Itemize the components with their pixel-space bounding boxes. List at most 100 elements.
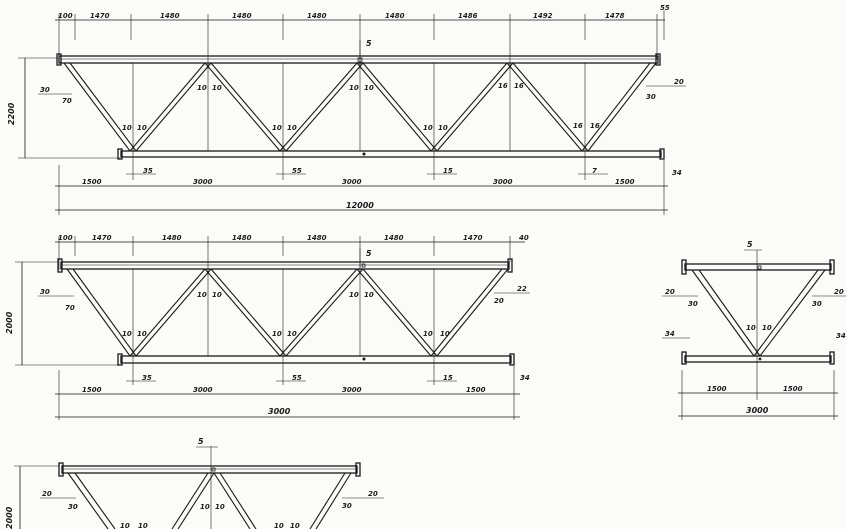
joint-label: 10 <box>287 330 297 338</box>
offset-label: 34 <box>665 330 675 338</box>
dim-label: 100 <box>58 234 73 242</box>
bottom-mark: 35 <box>143 167 153 175</box>
dim-label: 40 <box>519 234 529 242</box>
offset-label: 30 <box>40 86 50 94</box>
joint-label: 10 <box>364 84 374 92</box>
dim-label: 1470 <box>92 234 112 242</box>
offset-label: 30 <box>646 93 656 101</box>
dim-label: 3000 <box>493 178 513 186</box>
joint-label: 10 <box>215 503 225 511</box>
offset-label: 30 <box>40 288 50 296</box>
dim-label: 1486 <box>458 12 478 20</box>
offset-label: 20 <box>834 288 844 296</box>
dim-label: 1470 <box>90 12 110 20</box>
dim-label: 1480 <box>162 234 182 242</box>
bottom-mark: 15 <box>443 167 453 175</box>
joint-label: 10 <box>440 330 450 338</box>
joint-label: 10 <box>290 522 300 529</box>
joint-label: 10 <box>349 84 359 92</box>
joint-label: 16 <box>514 82 524 90</box>
top-mark: 5 <box>366 249 372 258</box>
joint-label: 10 <box>438 124 448 132</box>
dim-label: 1480 <box>307 12 327 20</box>
truss-6000: 100 1470 1480 1480 1480 1480 1470 40 200… <box>5 234 530 420</box>
dim-label: 1470 <box>463 234 483 242</box>
offset-label: 34 <box>836 332 846 340</box>
joint-label: 10 <box>287 124 297 132</box>
offset-label: 20 <box>42 490 52 498</box>
bottom-mark: 15 <box>443 374 453 382</box>
dim-label: 1480 <box>384 234 404 242</box>
top-mark: 5 <box>366 39 372 48</box>
bottom-mark: 35 <box>142 374 152 382</box>
truss-3000: 5 20 30 20 30 34 34 10 10 1500 1500 3000 <box>662 240 846 420</box>
joint-label: 10 <box>364 291 374 299</box>
joint-label: 10 <box>746 324 756 332</box>
height-label: 2200 <box>7 102 16 125</box>
dim-label: 55 <box>660 4 670 12</box>
dim-label: 1480 <box>232 12 252 20</box>
joint-label: 10 <box>274 522 284 529</box>
offset-label: 30 <box>812 300 822 308</box>
joint-label: 10 <box>762 324 772 332</box>
joint-label: 10 <box>272 330 282 338</box>
truss-partial: 2000 5 20 30 20 30 10 10 10 10 10 10 <box>5 437 384 529</box>
height-label: 2000 <box>5 311 14 334</box>
dim-label: 1500 <box>82 386 102 394</box>
joint-label: 10 <box>120 522 130 529</box>
offset-label: 30 <box>342 502 352 510</box>
dim-label: 1500 <box>82 178 102 186</box>
joint-label: 10 <box>137 330 147 338</box>
offset-label: 20 <box>674 78 684 86</box>
truss-12000: 100 1470 1480 1480 1480 1480 1486 1492 1… <box>7 4 686 215</box>
dim-label: 3000 <box>342 178 362 186</box>
offset-label: 22 <box>517 285 527 293</box>
joint-label: 16 <box>498 82 508 90</box>
dim-label: 1500 <box>707 385 727 393</box>
dim-label: 3000 <box>193 386 213 394</box>
dim-label: 100 <box>58 12 73 20</box>
dim-label: 1500 <box>783 385 803 393</box>
offset-label: 20 <box>368 490 378 498</box>
joint-label: 10 <box>272 124 282 132</box>
joint-label: 16 <box>590 122 600 130</box>
bottom-mark: 34 <box>672 169 682 177</box>
dim-label: 1480 <box>385 12 405 20</box>
dim-label: 1492 <box>533 12 553 20</box>
dim-label: 1480 <box>160 12 180 20</box>
joint-label: 10 <box>212 84 222 92</box>
dim-label: 1480 <box>307 234 327 242</box>
joint-label: 10 <box>122 124 132 132</box>
bottom-mark: 7 <box>592 167 597 175</box>
bottom-mark: 55 <box>292 167 302 175</box>
joint-label: 10 <box>197 291 207 299</box>
joint-label: 10 <box>423 124 433 132</box>
offset-label: 20 <box>665 288 675 296</box>
joint-label: 16 <box>573 122 583 130</box>
joint-label: 10 <box>212 291 222 299</box>
total-dim-label: 12000 <box>346 201 374 210</box>
offset-label: 70 <box>62 97 72 105</box>
joint-label: 10 <box>122 330 132 338</box>
total-dim-label: 3000 <box>746 406 769 415</box>
top-mark: 5 <box>198 437 204 446</box>
joint-label: 10 <box>197 84 207 92</box>
offset-label: 30 <box>68 503 78 511</box>
joint-label: 10 <box>423 330 433 338</box>
bottom-mark: 55 <box>292 374 302 382</box>
joint-label: 10 <box>138 522 148 529</box>
dim-label: 1480 <box>232 234 252 242</box>
bottom-mark: 34 <box>520 374 530 382</box>
offset-label: 70 <box>65 304 75 312</box>
height-label: 2000 <box>5 506 14 529</box>
dim-label: 1500 <box>615 178 635 186</box>
dim-label: 1500 <box>466 386 486 394</box>
offset-label: 30 <box>688 300 698 308</box>
joint-label: 10 <box>349 291 359 299</box>
joint-label: 10 <box>200 503 210 511</box>
dim-label: 3000 <box>342 386 362 394</box>
top-mark: 5 <box>747 240 753 249</box>
dim-label: 1478 <box>605 12 625 20</box>
